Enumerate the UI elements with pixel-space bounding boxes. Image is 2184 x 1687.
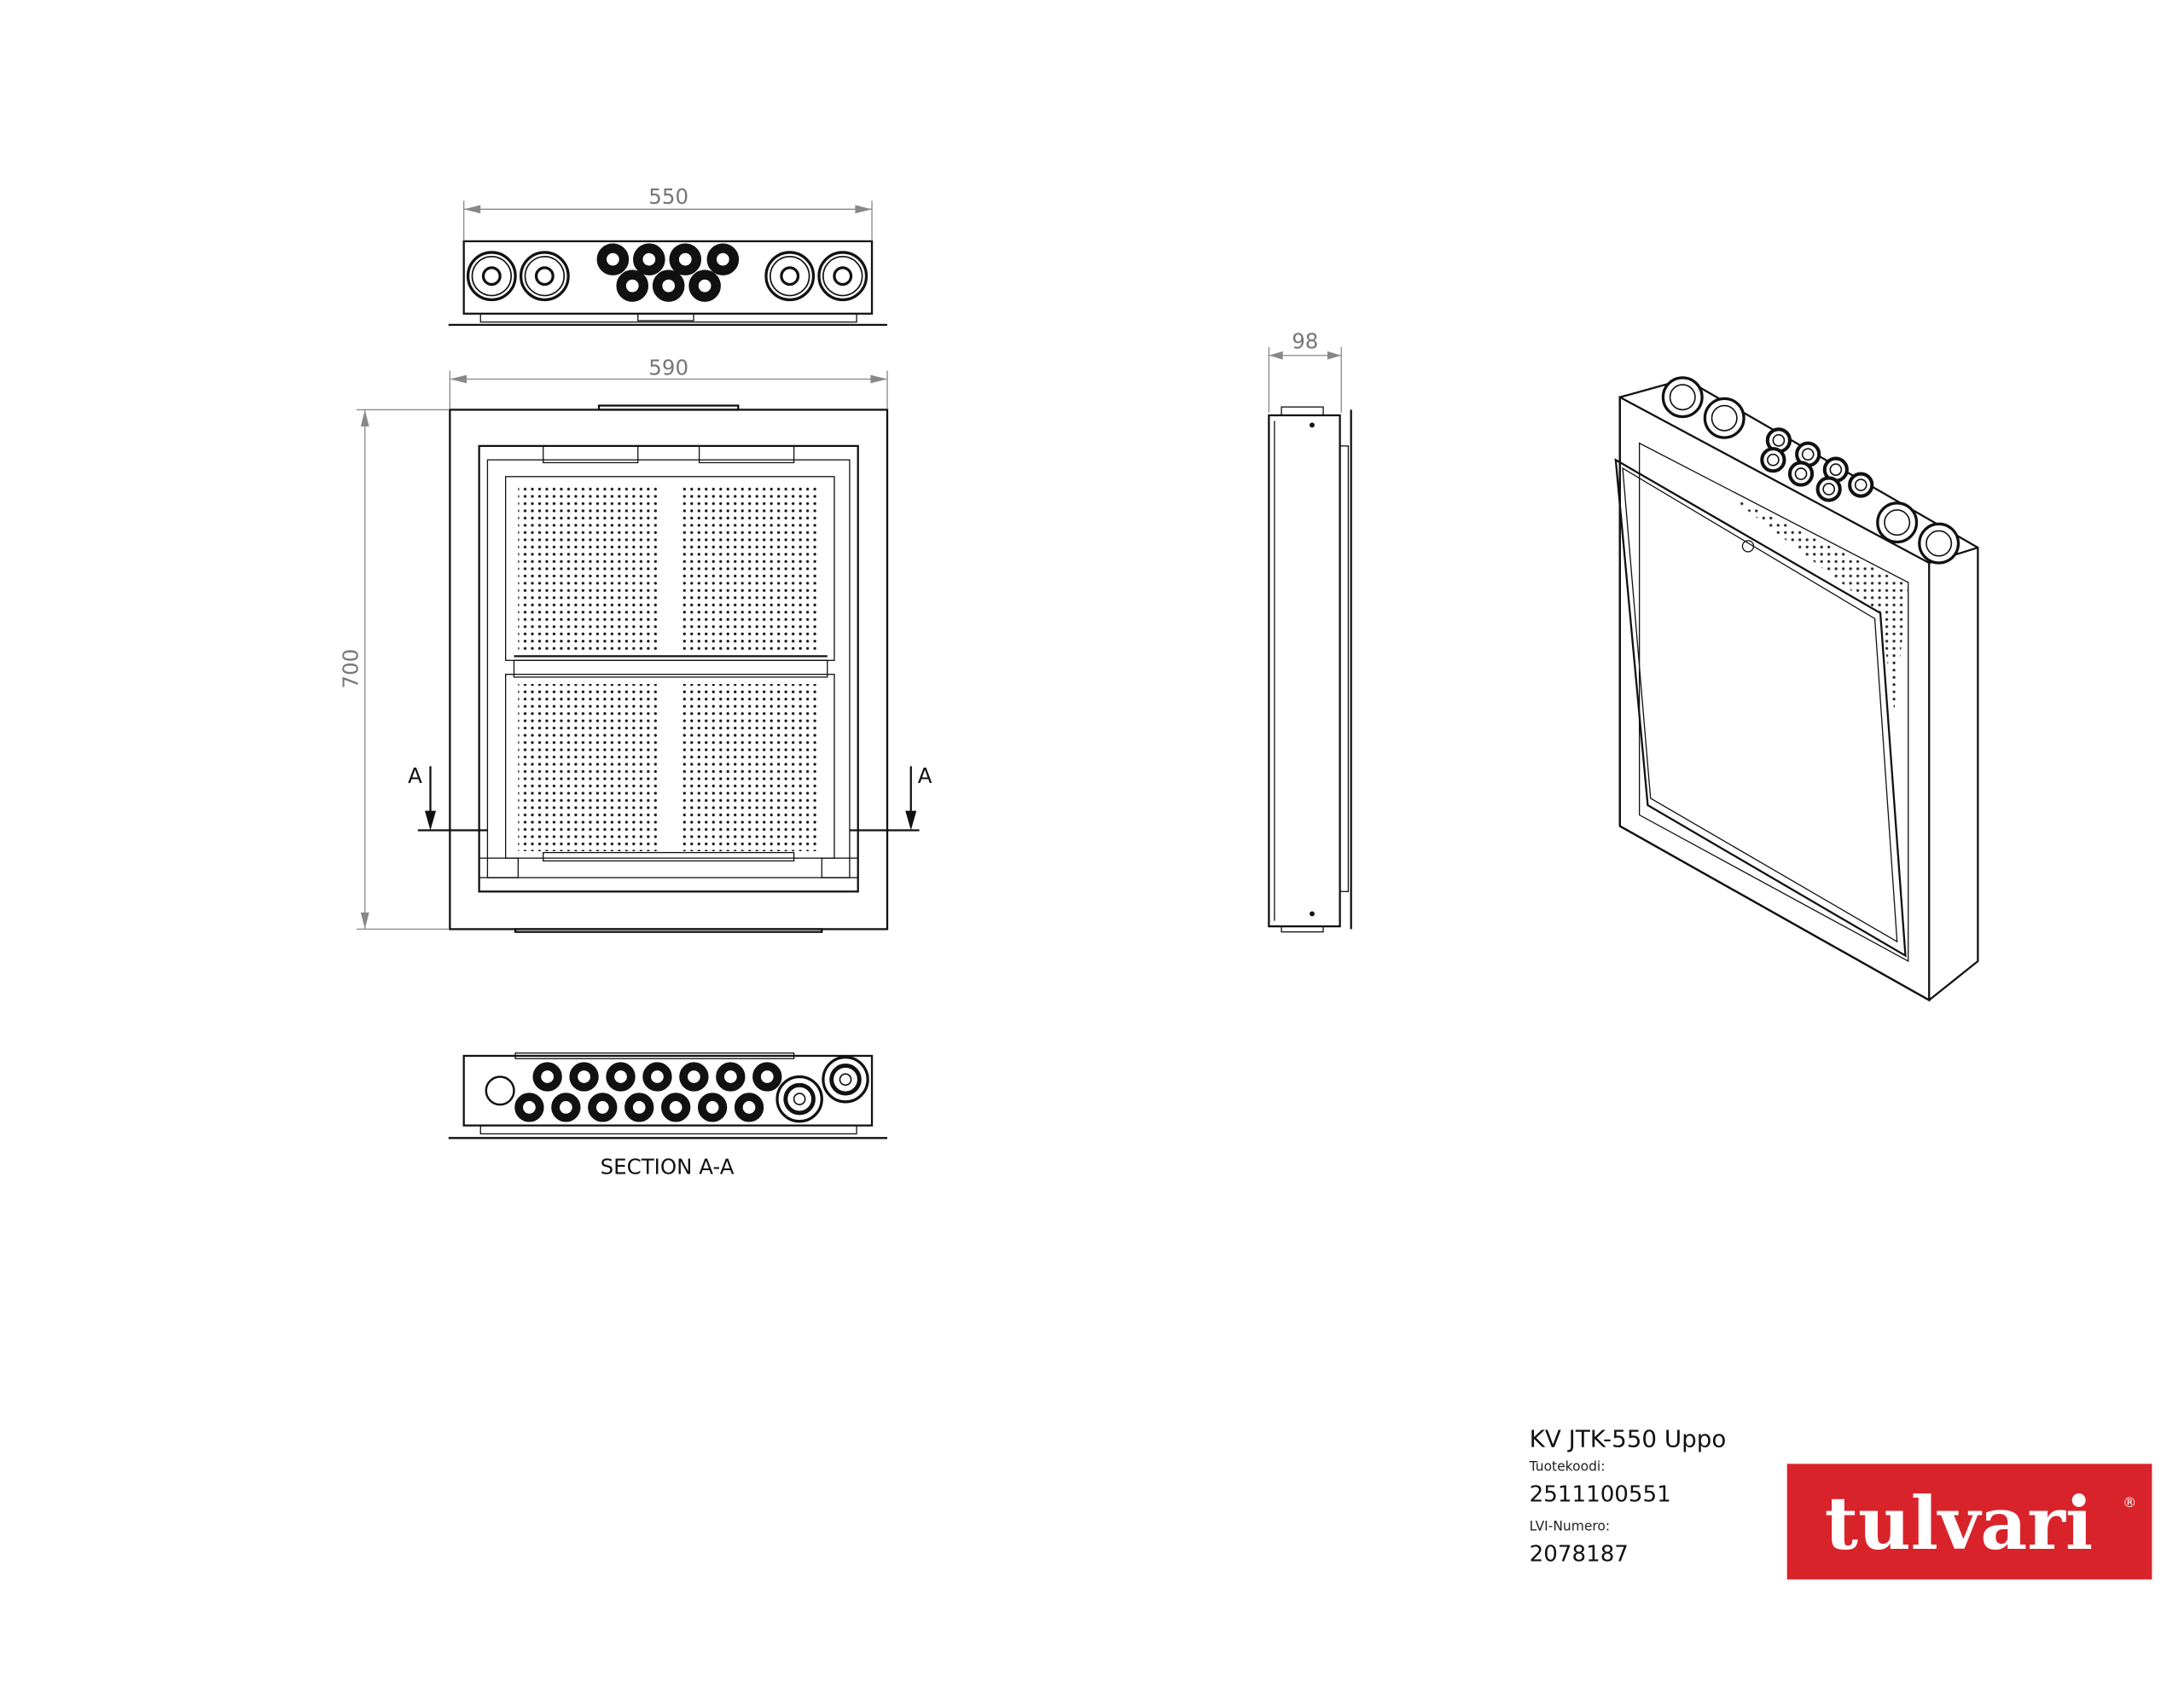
top-pipe-holes (466, 243, 868, 302)
large-pipe-hole (466, 251, 517, 302)
product-code: 2511100551 (1530, 1481, 1671, 1507)
small-pipe-hole-core (697, 278, 713, 294)
small-pipe-hole-core (605, 252, 621, 268)
large-pipe-hole (764, 251, 816, 302)
valve-hole-ring (783, 1082, 816, 1116)
valve-hole-ring (829, 1063, 862, 1096)
pipe-hole-core (539, 1069, 555, 1085)
iso-small-hole (1760, 447, 1786, 473)
iso-large-hole-inner (1884, 509, 1911, 536)
large-pipe-hole (519, 251, 570, 302)
pipe-hole-core (668, 1099, 684, 1116)
small-pipe-hole-core (715, 252, 731, 268)
pipe-hole-core (613, 1069, 629, 1085)
iso-small-hole-inner (1794, 467, 1808, 480)
section-marker-right: A (918, 763, 932, 788)
iso-large-hole (1661, 376, 1704, 419)
pipe-hole-core (576, 1069, 592, 1085)
iso-large-hole-inner (1926, 530, 1953, 557)
section-pipe-holes (485, 1055, 869, 1123)
valve-hole-core (793, 1093, 806, 1105)
small-pipe-hole-core (641, 252, 657, 268)
section-view: SECTION A-A (448, 1052, 887, 1180)
isometric-pipe-holes (1661, 376, 1960, 565)
front-view: 590 700 A A (339, 356, 932, 933)
valve-hole-core (839, 1073, 852, 1087)
large-pipe-hole-core (534, 266, 555, 287)
isometric-view (1614, 376, 1979, 1002)
iso-small-hole-inner (1854, 478, 1867, 491)
product-code-label: Tuotekoodi: (1529, 1459, 1606, 1475)
small-pipe-hole-core (660, 278, 677, 294)
iso-small-hole-inner (1822, 483, 1836, 496)
iso-large-hole (1918, 522, 1960, 565)
product-name: KV JTK-550 Uppo (1530, 1425, 1727, 1453)
section-marker-left: A (408, 763, 422, 788)
iso-large-hole-inner (1711, 404, 1738, 432)
dimension-width-590: 590 (648, 356, 688, 380)
pipe-hole-core (686, 1069, 702, 1085)
iso-small-hole (1848, 472, 1874, 498)
iso-small-hole-inner (1829, 463, 1843, 476)
lvi-number-label: LVI-Numero: (1530, 1519, 1611, 1534)
dimension-depth-98: 98 (1292, 329, 1318, 354)
logo-text: tulvari (1825, 1481, 2093, 1567)
pipe-hole-core (521, 1099, 537, 1116)
large-pipe-hole-ring (471, 256, 512, 297)
pipe-hole-core (759, 1069, 775, 1085)
iso-small-hole (1787, 461, 1815, 487)
large-pipe-hole-ring (524, 256, 566, 297)
side-view: 98 (1268, 329, 1352, 933)
pipe-hole-core (649, 1069, 665, 1085)
top-view: 550 (448, 184, 887, 326)
pipe-hole (485, 1075, 515, 1106)
pipe-hole-core (705, 1099, 721, 1116)
large-pipe-hole-ring (770, 256, 810, 297)
pipe-hole-core (723, 1069, 739, 1085)
small-pipe-hole-core (624, 278, 641, 294)
iso-small-hole-inner (1801, 448, 1815, 461)
large-pipe-hole-core (780, 266, 800, 287)
registered-mark: ® (2123, 1494, 2136, 1510)
iso-small-hole (1815, 476, 1842, 502)
dimension-width-550: 550 (648, 184, 688, 209)
iso-large-hole (1703, 397, 1745, 439)
pipe-hole-core (741, 1099, 758, 1116)
iso-small-hole-inner (1772, 434, 1786, 447)
small-pipe-hole-core (677, 252, 694, 268)
pipe-hole-core (595, 1099, 611, 1116)
large-pipe-hole-core (481, 266, 502, 287)
large-pipe-hole-core (833, 266, 853, 287)
tulvari-logo: tulvari ® (1786, 1464, 2152, 1580)
iso-large-hole-inner (1669, 384, 1696, 411)
section-label: SECTION A-A (601, 1155, 735, 1180)
large-pipe-hole-ring (822, 256, 863, 297)
dimension-height-700: 700 (339, 649, 363, 689)
title-block: KV JTK-550 Uppo Tuotekoodi: 2511100551 L… (1529, 1425, 1727, 1568)
pipe-hole-core (558, 1099, 574, 1116)
large-pipe-hole (817, 251, 868, 302)
iso-large-hole (1876, 501, 1919, 544)
iso-small-hole-inner (1767, 453, 1780, 467)
pipe-hole-core (631, 1099, 648, 1116)
lvi-number: 2078187 (1530, 1542, 1629, 1568)
